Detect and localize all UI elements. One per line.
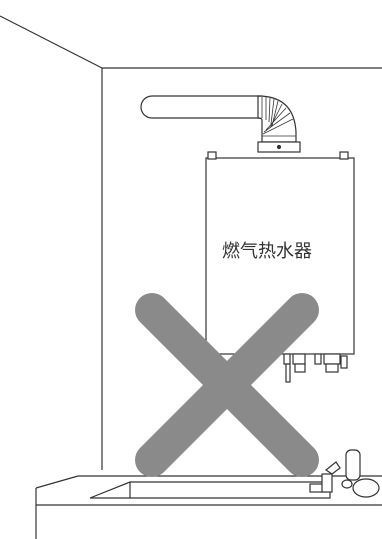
room-walls [0,15,382,470]
faucet-and-items [309,449,380,498]
sink-basin [89,481,331,499]
x-mark-stroke-2 [135,293,319,477]
flue-pipe [140,95,301,153]
heater-fittings [283,353,348,383]
flue-horizontal [140,95,263,119]
cap [341,479,353,489]
counter-left-edge [35,475,79,489]
faucet-handle [324,461,341,475]
flue-elbow [257,95,297,143]
ceiling-edge [0,15,103,69]
flue-screw [276,144,282,150]
bottle [345,449,361,481]
x-mark-icon [135,293,319,477]
flue-corrugation [261,97,296,137]
mount-bracket-left [207,151,217,160]
faucet-body [321,473,333,493]
heater-label: 燃气热水器 [222,241,312,262]
mount-bracket-right [339,151,349,160]
soap-dish [352,478,380,498]
